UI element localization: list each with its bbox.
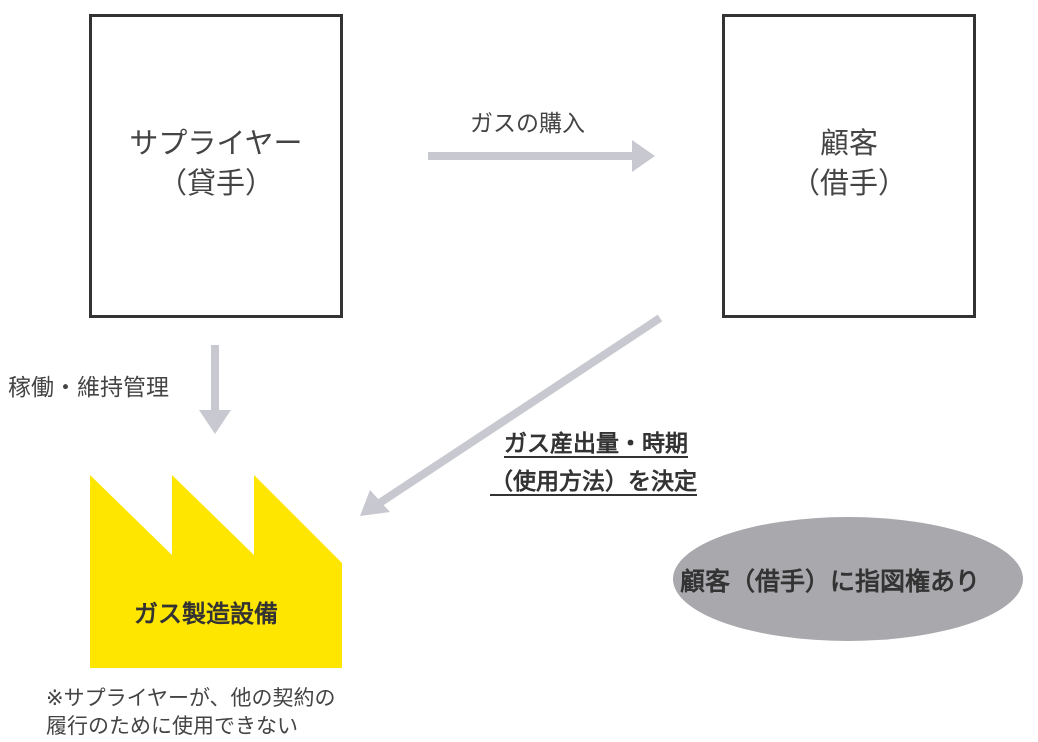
note-line1: ※サプライヤーが、他の契約の — [46, 686, 336, 710]
factory-shape — [90, 475, 342, 668]
supplier-label: サプライヤー — [129, 126, 303, 160]
purchase-label: ガスの購入 — [470, 111, 585, 137]
operation-arrow — [199, 345, 231, 434]
operation-label: 稼働・維持管理 — [8, 375, 169, 401]
decision-line1: ガス産出量・時期 — [504, 431, 688, 457]
purchase-arrow — [428, 140, 655, 172]
ellipse-label: 顧客（借手）に指図権あり — [680, 567, 981, 596]
control-arrow — [360, 314, 663, 516]
control-ellipse — [673, 517, 1023, 641]
factory-label: ガス製造設備 — [134, 600, 278, 628]
supplier-box: サプライヤー （貸手） — [89, 14, 343, 318]
customer-sublabel: （借手） — [790, 166, 907, 200]
note: ※サプライヤーが、他の契約の 履行のために使用できない — [46, 684, 336, 740]
decision-line2: （使用方法）を決定 — [490, 469, 697, 495]
customer-box: 顧客 （借手） — [722, 14, 976, 318]
note-line2: 履行のために使用できない — [46, 714, 298, 738]
supplier-sublabel: （貸手） — [157, 166, 274, 200]
customer-label: 顧客 — [819, 126, 878, 160]
